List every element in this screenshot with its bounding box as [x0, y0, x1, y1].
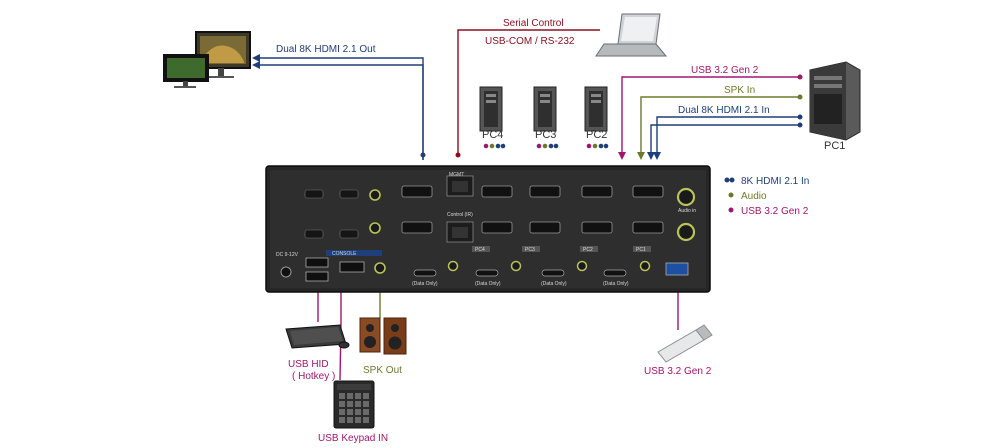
- hdmi-out-cable: [256, 57, 424, 160]
- pc1-usb-label: USB 3.2 Gen 2: [691, 65, 759, 76]
- pc1-hdmi-arrow-icon-2: [653, 152, 661, 160]
- pc3-hdmi-ports: [529, 185, 561, 234]
- pc4-label: PC4: [482, 129, 503, 141]
- serial-cable: [457, 29, 600, 155]
- pc1-hdmi-cable: [650, 116, 800, 155]
- pc1-usb-arrow-icon: [618, 152, 626, 160]
- pc2-label: PC2: [586, 129, 607, 141]
- pc4-hdmi-ports: [481, 185, 513, 234]
- hdmi-dot-icon: [729, 177, 735, 183]
- usbc-data-ports: (Data Only) (Data Only) (Data Only) (Dat…: [412, 269, 629, 287]
- hotkey-label: ( Hotkey ): [292, 371, 335, 382]
- hdmi-out-plug-icon: [420, 152, 426, 158]
- keypad-icon: [333, 380, 375, 429]
- keyboard-mouse-icon: [285, 324, 350, 349]
- pc1-spk-cable: [640, 96, 800, 155]
- usb-hid-label: USB HID: [288, 359, 329, 370]
- pc1-hdmi-plug-icon-2: [797, 122, 803, 128]
- pc3-label: PC3: [535, 129, 556, 141]
- dc-label: DC 9-12V: [276, 252, 299, 258]
- kvm-rear-panel: MGMT Control (IR) Audio in PC4 PC3: [265, 165, 711, 293]
- serial-control-title: Serial Control: [503, 18, 564, 29]
- pc3-tag: PC3: [525, 247, 535, 253]
- pc3-port-dots: [536, 143, 559, 149]
- pc1-usb-cable: [621, 76, 800, 155]
- keypad-label: USB Keypad IN: [318, 433, 388, 444]
- laptop-icon: [595, 13, 668, 57]
- control-label: Control (IR): [447, 212, 473, 218]
- pc2-tag: PC2: [583, 247, 593, 253]
- serial-plug-icon: [455, 152, 461, 158]
- usb-stick-label: USB 3.2 Gen 2: [644, 366, 712, 377]
- hdmi-out-label: Dual 8K HDMI 2.1 Out: [276, 44, 376, 55]
- legend-audio-label: Audio: [741, 191, 767, 202]
- pc1-spk-plug-icon: [797, 94, 803, 100]
- pc1-tower-icon: [809, 61, 861, 141]
- pc2-hdmi-ports: [581, 185, 613, 234]
- data-only-label-1: (Data Only): [412, 281, 438, 287]
- audio-in-label: Audio in: [678, 208, 696, 214]
- pc4-tower-icon: [479, 86, 503, 132]
- pc3-tower-icon: [533, 86, 557, 132]
- data-only-label-4: (Data Only): [603, 281, 629, 287]
- pc4-tag: PC4: [475, 247, 485, 253]
- legend-usb-label: USB 3.2 Gen 2: [741, 206, 809, 217]
- pc1-usb-plug-icon: [797, 74, 803, 80]
- dual-monitor-icon: [163, 31, 251, 88]
- pc1-hdmi-label: Dual 8K HDMI 2.1 In: [678, 105, 770, 116]
- spk-out-label: SPK Out: [363, 365, 402, 376]
- hdmi-out-arrow-icon: [252, 54, 260, 62]
- usb-stick-icon: [657, 324, 713, 363]
- usb-dot-icon: [728, 207, 734, 213]
- pc1-spk-arrow-icon: [637, 152, 645, 160]
- pc4-port-dots: [483, 143, 506, 149]
- hdmi-dot-icon-2: [724, 177, 730, 183]
- pc1-hdmi-plug-icon: [797, 114, 803, 120]
- pc1-label: PC1: [824, 140, 845, 152]
- mgmt-label: MGMT: [449, 172, 464, 178]
- pc2-port-dots: [586, 143, 609, 149]
- data-only-label-2: (Data Only): [475, 281, 501, 287]
- legend-hdmi-label: 8K HDMI 2.1 In: [741, 176, 809, 187]
- speakers-icon: [359, 317, 407, 355]
- panel-audio-jacks: [447, 260, 651, 272]
- data-only-label-3: (Data Only): [541, 281, 567, 287]
- hdmi-out-ports: [401, 185, 433, 234]
- pc2-tower-icon: [584, 86, 608, 132]
- pc1-spk-label: SPK In: [724, 85, 755, 96]
- audio-dot-icon: [728, 192, 734, 198]
- pc1-hdmi-ports: [632, 185, 664, 234]
- console-label: CONSOLE: [332, 251, 357, 257]
- pc1-tag: PC1: [636, 247, 646, 253]
- hdmi-out-arrow-icon-2: [252, 61, 260, 69]
- legend: 8K HDMI 2.1 In Audio USB 3.2 Gen 2: [724, 176, 809, 217]
- serial-control-sub: USB-COM / RS-232: [485, 36, 575, 47]
- pc1-hdmi-arrow-icon: [647, 152, 655, 160]
